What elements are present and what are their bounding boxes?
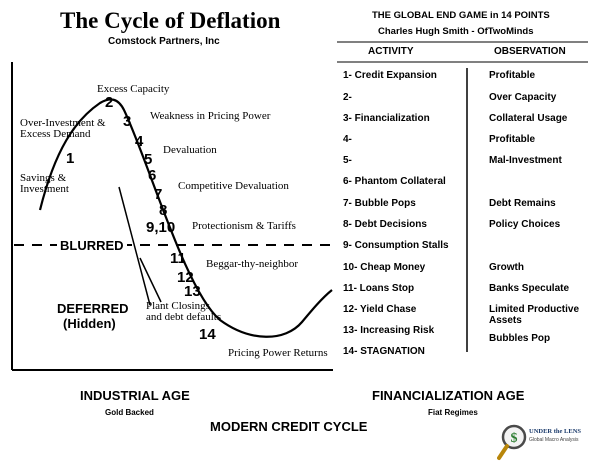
observation-row: Limited Productive [489, 304, 580, 315]
cycle-curve [38, 98, 333, 338]
diagonal-marker-1 [118, 186, 151, 306]
activity-row: 1- Credit Expansion [343, 70, 437, 81]
curve-number-4: 4 [135, 133, 144, 150]
logo-text-line1: UNDER the LENS [529, 428, 582, 435]
observation-row: Collateral Usage [489, 113, 568, 124]
observation-row-continued: Assets [489, 315, 522, 326]
logo-text-line2: Global Macro Analysis [529, 437, 579, 443]
fiat-regimes-label: Fiat Regimes [428, 408, 478, 417]
curve-number-8: 8 [159, 202, 168, 219]
activity-row: 9- Consumption Stalls [343, 240, 449, 251]
label-plant-1: Plant Closings [146, 300, 210, 312]
activity-row: 7- Bubble Pops [343, 198, 416, 209]
curve-number-11: 11 [170, 250, 186, 267]
observation-row: Bubbles Pop [489, 333, 551, 344]
activity-row: 13- Increasing Risk [343, 325, 435, 336]
curve-number-6: 6 [148, 167, 157, 184]
curve-number-13: 13 [184, 283, 201, 300]
curve-number-3: 3 [123, 113, 132, 130]
hidden-label: (Hidden) [63, 316, 116, 331]
observation-row: Debt Remains [489, 198, 556, 209]
chart-title: The Cycle of Deflation [60, 8, 281, 33]
deferred-label: DEFERRED [57, 301, 129, 316]
curve-number-14: 14 [199, 326, 216, 343]
observation-row: Policy Choices [489, 219, 561, 230]
modern-credit-cycle-label: MODERN CREDIT CYCLE [210, 419, 368, 434]
observation-row: Growth [489, 262, 524, 273]
points-author: Charles Hugh Smith - OfTwoMinds [378, 26, 534, 37]
activity-row: 10- Cheap Money [343, 262, 426, 273]
activity-row: 14- STAGNATION [343, 346, 425, 357]
label-beggar: Beggar-thy-neighbor [206, 258, 299, 270]
label-savings-1: Savings & [20, 172, 67, 184]
observation-row: Banks Speculate [489, 283, 570, 294]
observation-row: Over Capacity [489, 92, 557, 103]
svg-text:$: $ [511, 431, 518, 446]
label-protectionism: Protectionism & Tariffs [192, 220, 296, 232]
under-the-lens-logo: $ UNDER the LENS Global Macro Analysis [497, 418, 589, 462]
curve-number-1: 1 [66, 150, 75, 167]
diagonal-marker-2 [139, 257, 162, 303]
activity-row: 2- [343, 92, 352, 103]
curve-number-9-10: 9,10 [146, 219, 176, 236]
activity-row: 4- [343, 134, 352, 145]
observation-header: OBSERVATION [494, 46, 566, 57]
chart-subtitle: Comstock Partners, Inc [108, 36, 220, 47]
curve-number-2: 2 [105, 94, 114, 111]
label-excess-capacity: Excess Capacity [97, 83, 170, 95]
label-plant-2: and debt defaults [146, 311, 222, 323]
activity-row: 5- [343, 155, 352, 166]
gold-backed-label: Gold Backed [105, 408, 154, 417]
industrial-age-label: INDUSTRIAL AGE [80, 388, 190, 403]
blurred-label: BLURRED [57, 238, 127, 253]
curve-number-5: 5 [144, 151, 153, 168]
label-over-investment-2: Excess Demand [20, 128, 91, 140]
observation-row: Mal-Investment [489, 155, 562, 166]
curve-number-12: 12 [177, 269, 194, 286]
observation-row: Profitable [489, 134, 536, 145]
activity-row: 6- Phantom Collateral [343, 176, 446, 187]
label-weakness: Weakness in Pricing Power [150, 110, 271, 122]
label-pricing-returns: Pricing Power Returns [228, 347, 328, 359]
label-competitive: Competitive Devaluation [178, 180, 289, 192]
label-savings-2: Investment [20, 183, 69, 195]
activity-row: 8- Debt Decisions [343, 219, 427, 230]
activity-row: 11- Loans Stop [343, 283, 415, 294]
label-over-investment-1: Over-Investment & [20, 117, 106, 129]
observation-row: Profitable [489, 70, 536, 81]
magnifier-icon: $ [497, 424, 527, 460]
curve-number-7: 7 [154, 186, 163, 203]
points-title: THE GLOBAL END GAME in 14 POINTS [372, 10, 550, 21]
activity-row: 12- Yield Chase [343, 304, 417, 315]
activity-header: ACTIVITY [368, 46, 414, 57]
activity-row: 3- Financialization [343, 113, 430, 124]
label-devaluation: Devaluation [163, 144, 217, 156]
financialization-age-label: FINANCIALIZATION AGE [372, 388, 525, 403]
